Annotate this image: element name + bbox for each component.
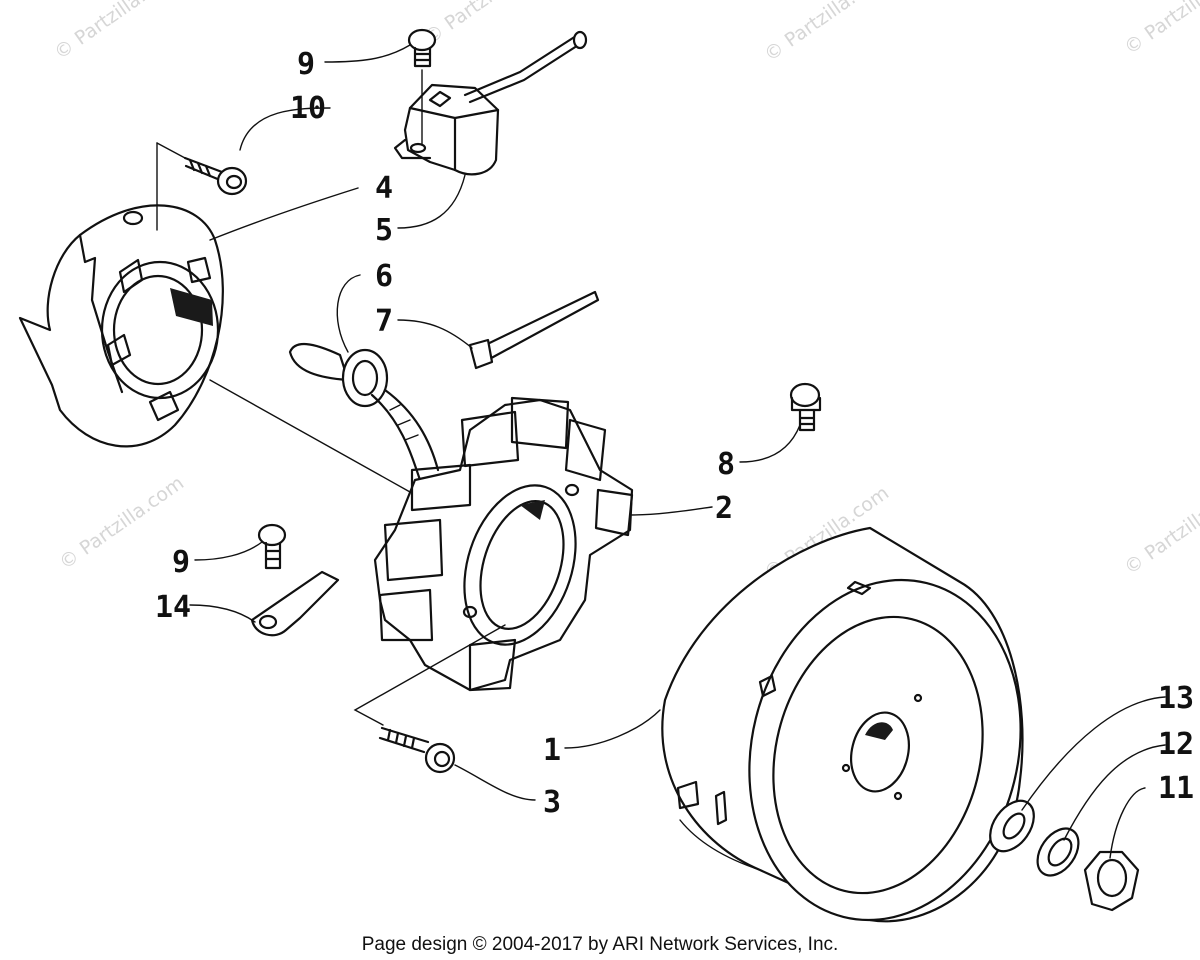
bolt-part-3	[378, 726, 456, 774]
watermark: © Partzilla.com	[55, 472, 188, 574]
watermark: © Partzilla.com	[50, 0, 183, 64]
callout-9-top: 9	[297, 47, 315, 82]
callout-11: 11	[1158, 771, 1194, 806]
flywheel-part-1	[661, 526, 1024, 923]
grommet-part-6	[288, 343, 440, 482]
watermark: © Partzilla.com	[1120, 0, 1200, 59]
callout-9-lower: 9	[172, 545, 190, 580]
pickup-coil-part-5	[393, 30, 588, 176]
screw-part-9-top	[407, 28, 437, 68]
callout-14: 14	[155, 590, 191, 625]
callout-12: 12	[1158, 727, 1194, 762]
nut-part-11	[1083, 850, 1140, 912]
callout-13: 13	[1158, 681, 1194, 716]
screw-part-9-lower	[257, 523, 287, 570]
screw-part-10	[156, 142, 248, 196]
callout-4: 4	[375, 171, 393, 206]
lock-washer-part-12	[1036, 827, 1080, 877]
callout-1: 1	[543, 733, 561, 768]
leader-lines	[189, 44, 1166, 859]
callout-5: 5	[375, 213, 393, 248]
copyright-footer: Page design © 2004-2017 by ARI Network S…	[362, 934, 839, 955]
watermark: © Partzilla.com	[760, 0, 893, 66]
callout-labels: 9 10 4 5 6 7 8 2 9 14 1 3 13 12 11	[155, 47, 1194, 820]
terminal-part-14	[250, 570, 340, 637]
watermark: © Partzilla.com	[420, 0, 553, 49]
stator-part-2	[209, 379, 634, 726]
callout-2: 2	[715, 491, 733, 526]
callout-6: 6	[375, 259, 393, 294]
stator-plate	[18, 142, 224, 448]
callout-7: 7	[375, 304, 393, 339]
callout-8: 8	[717, 447, 735, 482]
washer-part-13	[989, 799, 1035, 853]
cable-tie-part-7	[468, 290, 600, 370]
watermark: © Partzilla.com	[1120, 477, 1200, 579]
callout-3: 3	[543, 785, 561, 820]
callout-10: 10	[290, 91, 326, 126]
screw-part-8	[789, 382, 822, 432]
